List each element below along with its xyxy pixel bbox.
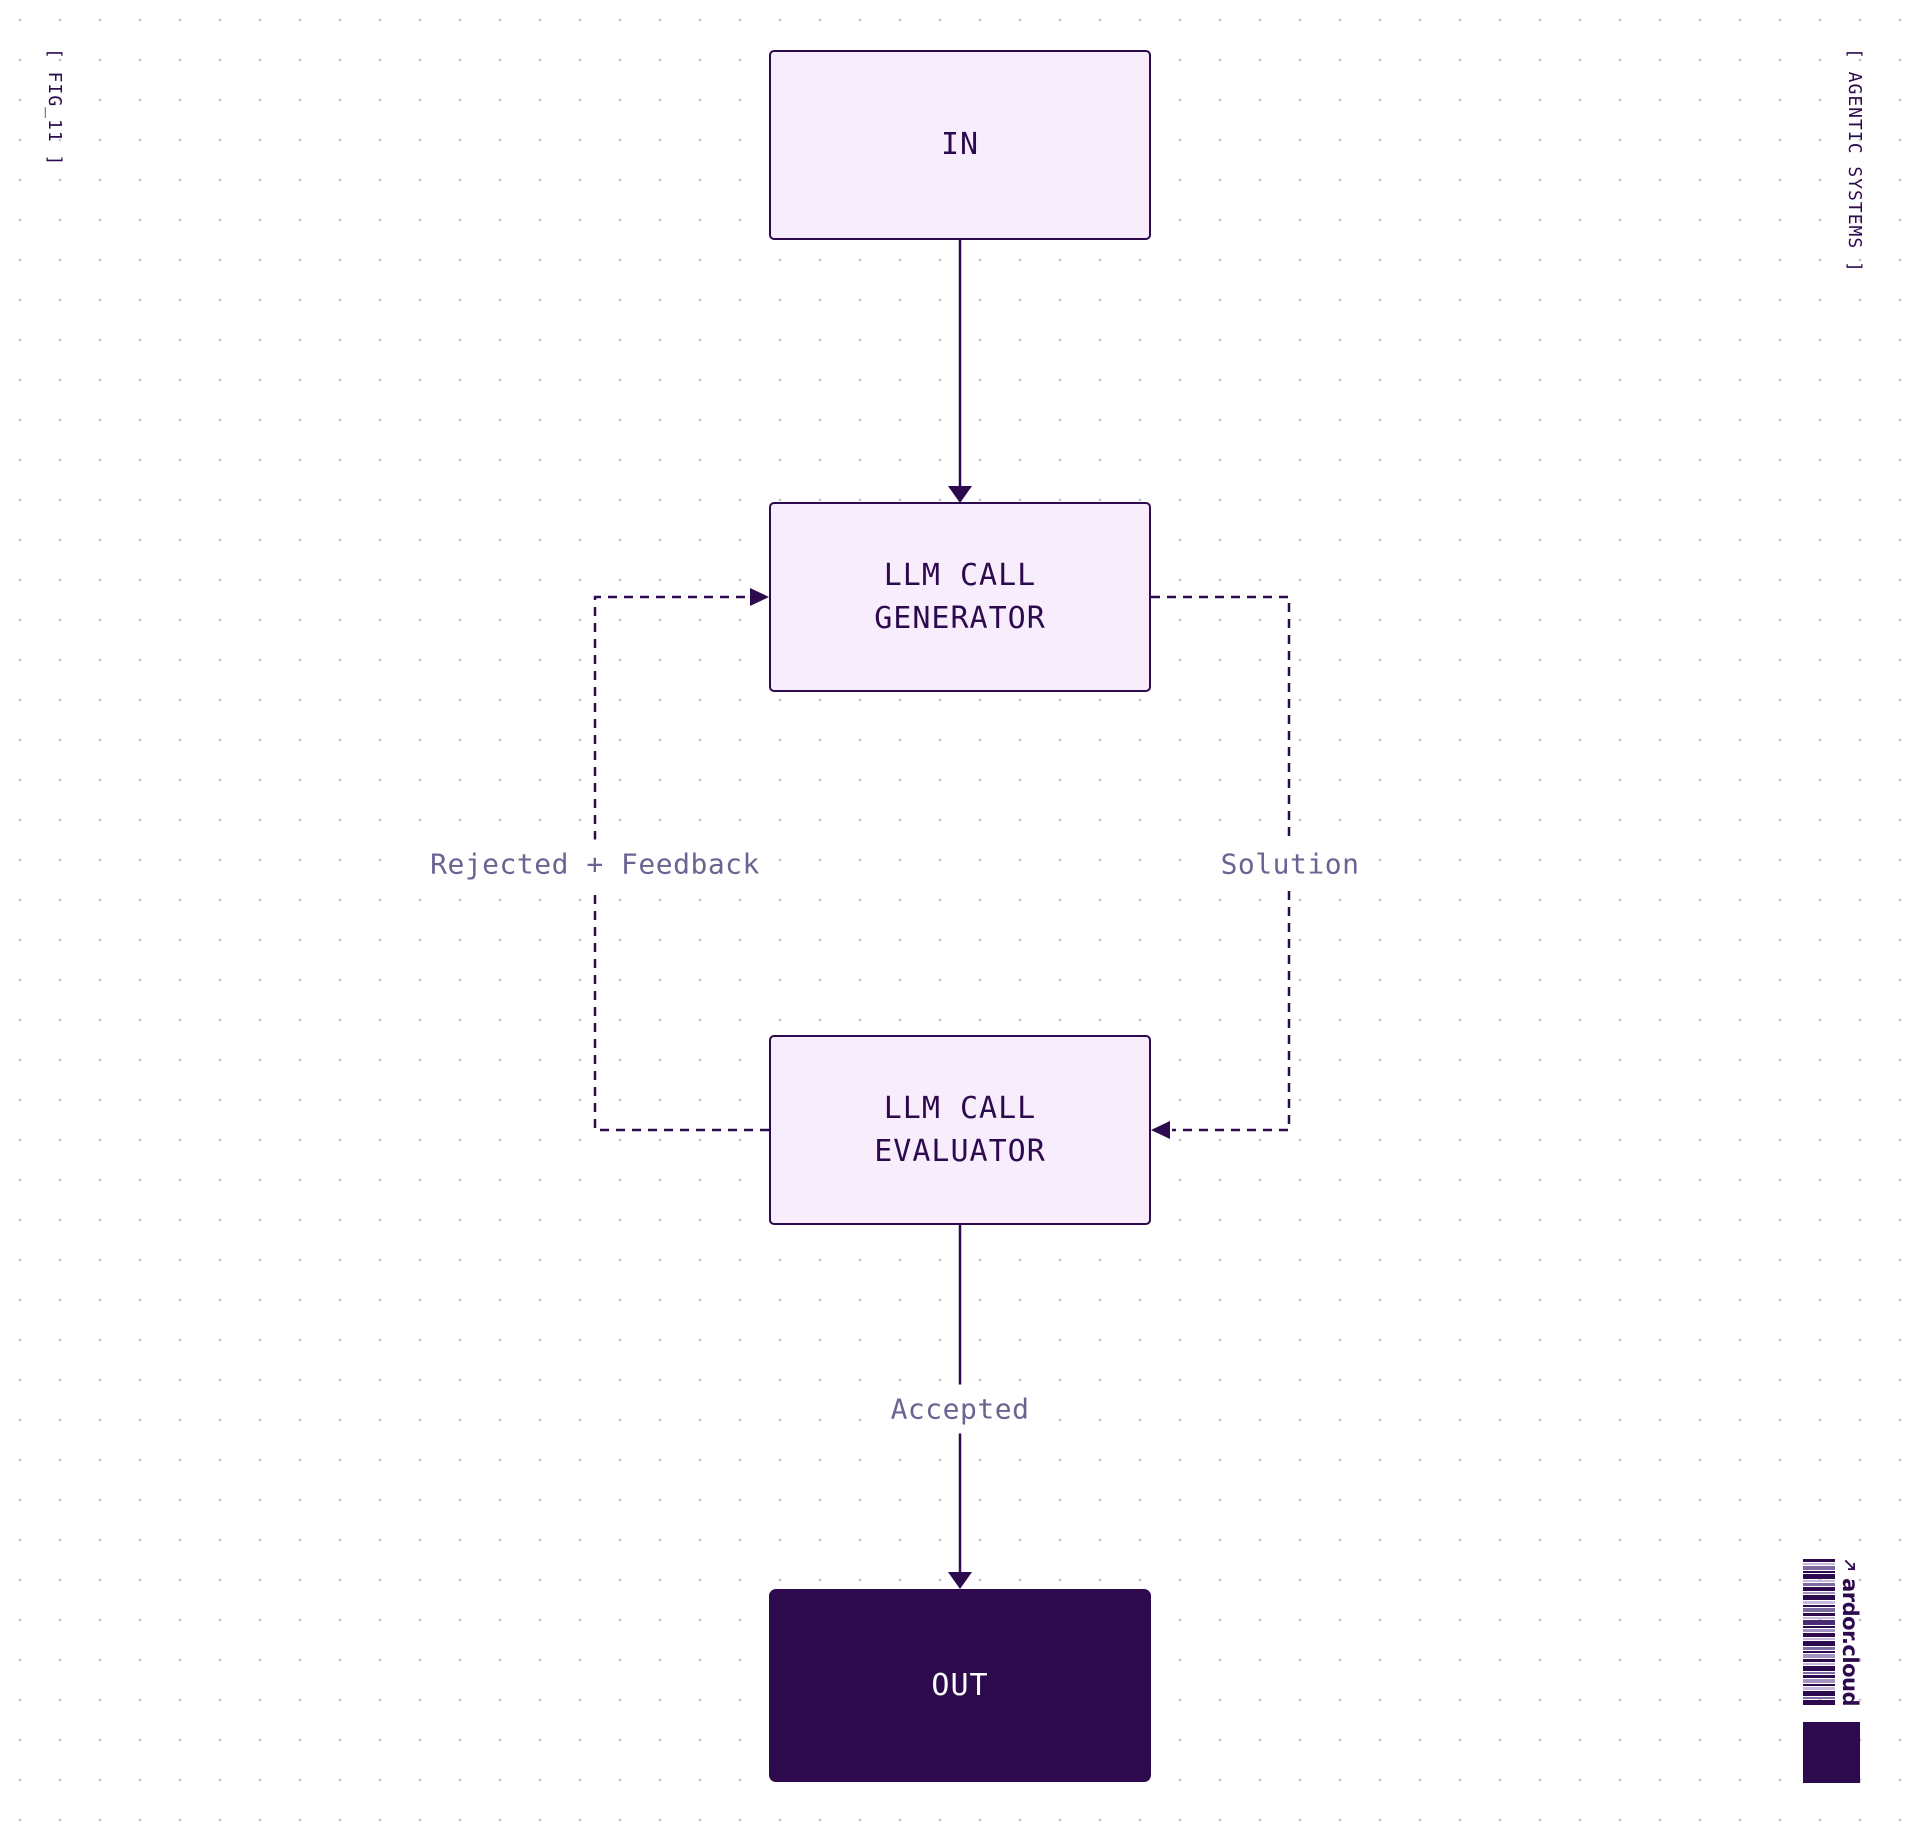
figure-number-label: [ FIG_11 ] [44, 48, 65, 167]
brand-lockup: ardor.cloud [1838, 1559, 1862, 1706]
edge-label-solution: Solution [1206, 839, 1374, 889]
arrowhead-into-out-top [948, 1572, 972, 1589]
barcode [1803, 1559, 1835, 1705]
node-llm-call-generator: LLM CALL GENERATOR [769, 502, 1151, 692]
edge-label-rejected-feedback: Rejected + Feedback [416, 839, 774, 889]
edge-label-accepted: Accepted [876, 1384, 1044, 1434]
node-llm-call-evaluator: LLM CALL EVALUATOR [769, 1035, 1151, 1225]
arrowhead-into-evaluator-right [1151, 1121, 1170, 1139]
node-out: OUT [769, 1589, 1151, 1782]
series-title-label: [ AGENTIC SYSTEMS ] [1844, 48, 1865, 273]
arrowhead-into-generator-top [948, 486, 972, 503]
node-in: IN [769, 50, 1151, 240]
arrowhead-into-generator-left [750, 588, 769, 606]
arrow-up-right-icon [1844, 1559, 1855, 1570]
brand-logo-text: ardor.cloud [1838, 1578, 1862, 1706]
brand-square [1803, 1722, 1860, 1783]
